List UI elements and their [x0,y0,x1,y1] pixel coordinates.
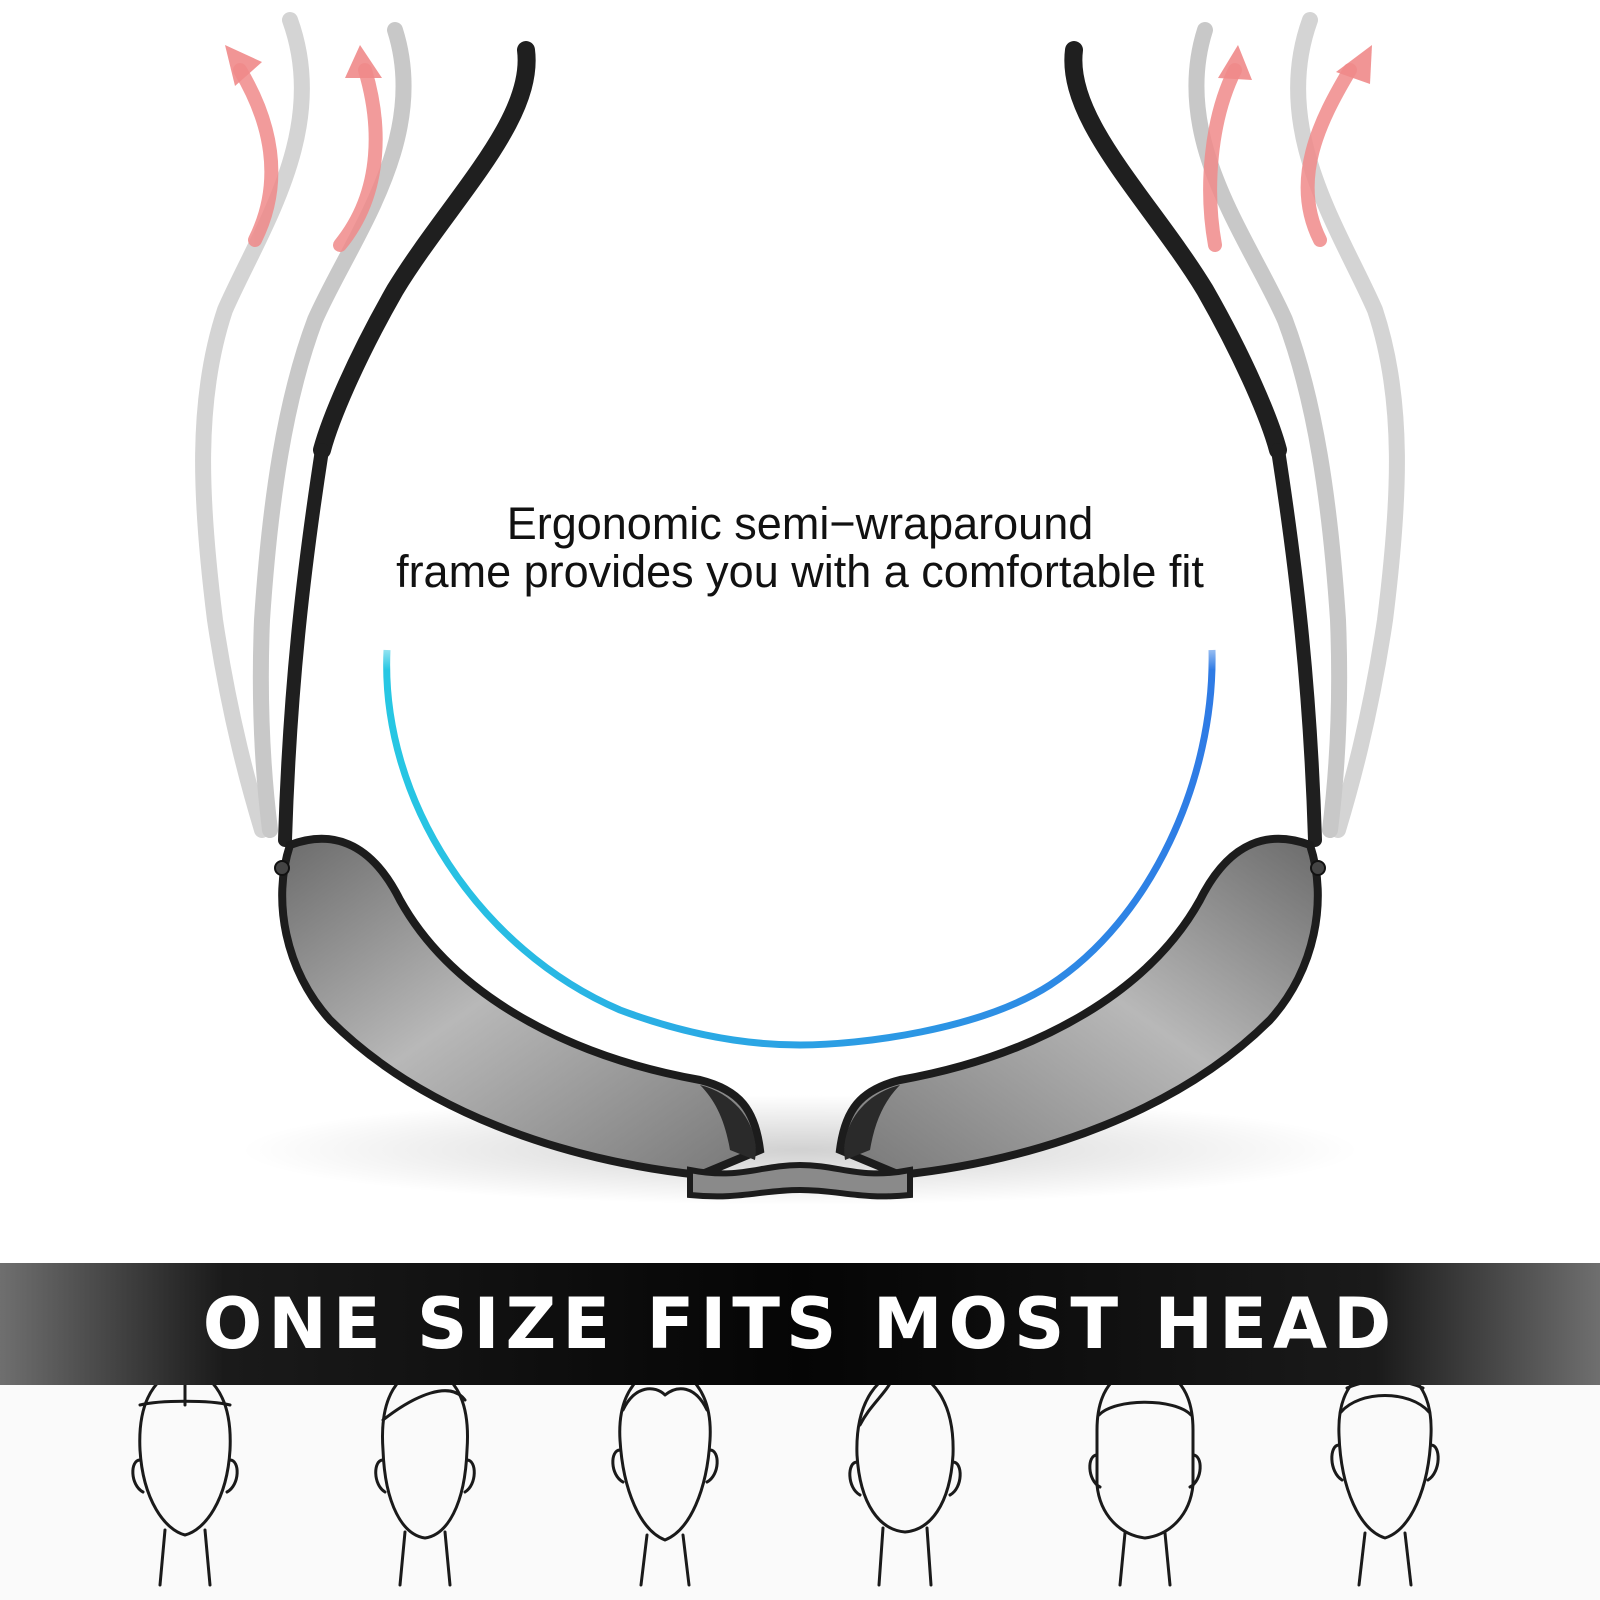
nose-bridge [687,1161,913,1200]
size-banner-text: ONE SIZE FITS MOST HEAD [202,1283,1398,1365]
temple-left [278,41,536,847]
head-shape-5-icon [1088,1366,1202,1587]
hinge-screw-left [274,860,290,876]
nose-pad-right [844,1085,900,1160]
flex-arrow-icon [233,63,1357,252]
head-shape-4-icon [848,1370,962,1587]
lens-right [835,834,1322,1180]
caption-line-2: frame provides you with a comfortable fi… [396,546,1204,597]
flex-arrowheads [225,45,1372,86]
lens-left [278,834,765,1180]
temple-flex-ghost-left [195,12,412,838]
curvature-arc [383,649,1216,1049]
hinge-screw-right [1310,860,1326,876]
fit-caption: Ergonomic semi−wraparound frame provides… [300,500,1300,596]
temple-right [1064,41,1322,847]
head-shape-3-icon [611,1366,719,1587]
head-shape-2-icon [374,1368,476,1587]
head-shape-6-icon [1330,1366,1440,1587]
temple-flex-ghost-right [1188,12,1405,838]
head-shape-1-icon [131,1368,239,1587]
size-banner: ONE SIZE FITS MOST HEAD [0,1263,1600,1385]
nose-pad-left [700,1085,756,1160]
caption-line-1: Ergonomic semi−wraparound [506,498,1094,549]
